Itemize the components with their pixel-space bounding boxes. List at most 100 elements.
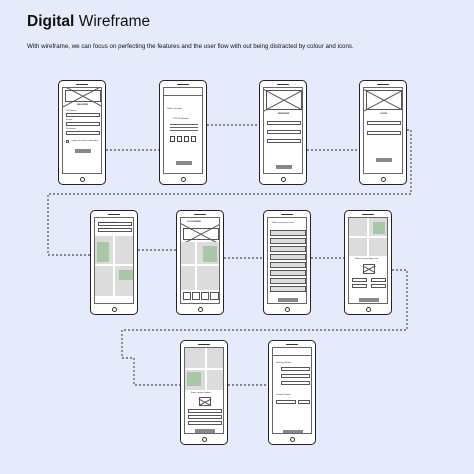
title-rest: Wireframe xyxy=(78,13,151,30)
terms-checkbox[interactable] xyxy=(66,140,69,143)
input-field[interactable] xyxy=(267,121,301,125)
otp-digit-box[interactable] xyxy=(184,136,189,142)
submit-button[interactable] xyxy=(283,430,303,433)
password-field[interactable] xyxy=(66,131,100,135)
list-heading: Select your parcel size xyxy=(272,222,295,224)
list-item[interactable] xyxy=(270,278,306,284)
connector-4 xyxy=(47,129,412,256)
list-item[interactable] xyxy=(270,238,306,244)
pickup-location-field[interactable] xyxy=(98,222,132,226)
screen-list: Select your parcel size xyxy=(267,217,307,304)
road xyxy=(367,218,369,256)
image-placeholder xyxy=(266,90,302,110)
road xyxy=(113,236,115,296)
next-button[interactable] xyxy=(278,298,298,302)
login-heading: LOGIN xyxy=(380,113,387,115)
road xyxy=(205,348,207,390)
address-field[interactable] xyxy=(281,381,310,385)
password-field[interactable] xyxy=(367,131,401,135)
driver-heading: Enter contact details xyxy=(191,392,211,394)
login-button[interactable] xyxy=(376,158,392,162)
home-button xyxy=(290,436,295,442)
email-field[interactable] xyxy=(367,121,401,125)
speaker xyxy=(277,83,289,85)
destination-label: Destination xyxy=(100,228,111,230)
page-description: With wireframe, we can focus on perfecti… xyxy=(27,43,354,50)
register-button[interactable] xyxy=(75,149,91,153)
home-button xyxy=(202,436,207,442)
option-field[interactable] xyxy=(352,284,367,288)
title-bold: Digital xyxy=(27,13,75,30)
nav-tab[interactable] xyxy=(192,292,200,300)
screen-courses: 10 COURSES xyxy=(180,217,220,304)
connector-8 xyxy=(121,269,408,386)
destination-field[interactable] xyxy=(98,228,132,232)
continue-button[interactable] xyxy=(276,165,292,169)
field-label-email: E-mail xyxy=(66,119,73,121)
speaker xyxy=(108,213,120,215)
screen-otp: Hello username OTP Verification xyxy=(163,87,203,174)
nav-tab[interactable] xyxy=(201,292,209,300)
screen-driver: Enter contact details xyxy=(184,347,224,434)
list-item[interactable] xyxy=(270,254,306,260)
verify-button[interactable] xyxy=(176,161,192,165)
map-view[interactable] xyxy=(95,236,133,296)
screen-address: Delivery Details Contact Details xyxy=(272,347,312,434)
nav-tab[interactable] xyxy=(183,292,191,300)
option-field[interactable] xyxy=(371,284,386,288)
home-button xyxy=(285,306,290,312)
option-field[interactable] xyxy=(352,278,367,282)
home-button xyxy=(198,306,203,312)
list-item[interactable] xyxy=(270,270,306,276)
home-button xyxy=(112,306,117,312)
phone-address: Delivery Details Contact Details xyxy=(268,340,316,445)
phone-register-2: REGISTER xyxy=(259,80,307,185)
screen-register: REGISTER Full Name E-mail Password I agr… xyxy=(62,87,102,174)
input-field[interactable] xyxy=(267,139,301,143)
divider xyxy=(273,355,311,356)
contact-field[interactable] xyxy=(188,421,222,425)
list-item[interactable] xyxy=(270,262,306,268)
email-field[interactable] xyxy=(66,122,100,126)
map-view[interactable] xyxy=(185,348,223,390)
screen-pickup: Select the package size xyxy=(348,217,388,304)
option-field[interactable] xyxy=(371,278,386,282)
contact-field[interactable] xyxy=(188,409,222,413)
banner-placeholder xyxy=(183,228,219,240)
contact-field[interactable] xyxy=(276,400,296,404)
confirm-button[interactable] xyxy=(195,429,215,433)
field-label-password: Password xyxy=(66,128,76,130)
otp-digit-box[interactable] xyxy=(170,136,175,142)
terms-label: I agree the terms and policy xyxy=(71,140,98,142)
map-view[interactable] xyxy=(181,242,219,290)
phone-courses: 10 COURSES xyxy=(176,210,224,315)
road xyxy=(185,368,223,370)
divider xyxy=(164,95,202,96)
delivery-details-label: Delivery Details xyxy=(276,362,292,364)
contact-field[interactable] xyxy=(188,415,222,419)
list-item[interactable] xyxy=(270,230,306,236)
contact-field[interactable] xyxy=(298,400,310,404)
screen-register-2: REGISTER xyxy=(263,87,303,174)
address-field[interactable] xyxy=(281,367,310,371)
speaker xyxy=(377,83,389,85)
text-line xyxy=(170,130,198,131)
home-button xyxy=(366,306,371,312)
home-button xyxy=(181,176,186,182)
map-view[interactable] xyxy=(349,218,387,256)
phone-pickup: Select the package size xyxy=(344,210,392,315)
nav-tab[interactable] xyxy=(210,292,219,300)
otp-digit-box[interactable] xyxy=(177,136,182,142)
park-area xyxy=(97,242,109,262)
list-item[interactable] xyxy=(270,286,306,292)
package-image xyxy=(363,264,375,274)
input-field[interactable] xyxy=(267,130,301,134)
register-heading: REGISTER xyxy=(77,104,89,106)
image-placeholder xyxy=(366,90,402,110)
list-item[interactable] xyxy=(270,246,306,252)
full-name-field[interactable] xyxy=(66,113,100,117)
select-button[interactable] xyxy=(359,298,379,302)
address-field[interactable] xyxy=(281,374,310,378)
otp-digit-box[interactable] xyxy=(191,136,196,142)
